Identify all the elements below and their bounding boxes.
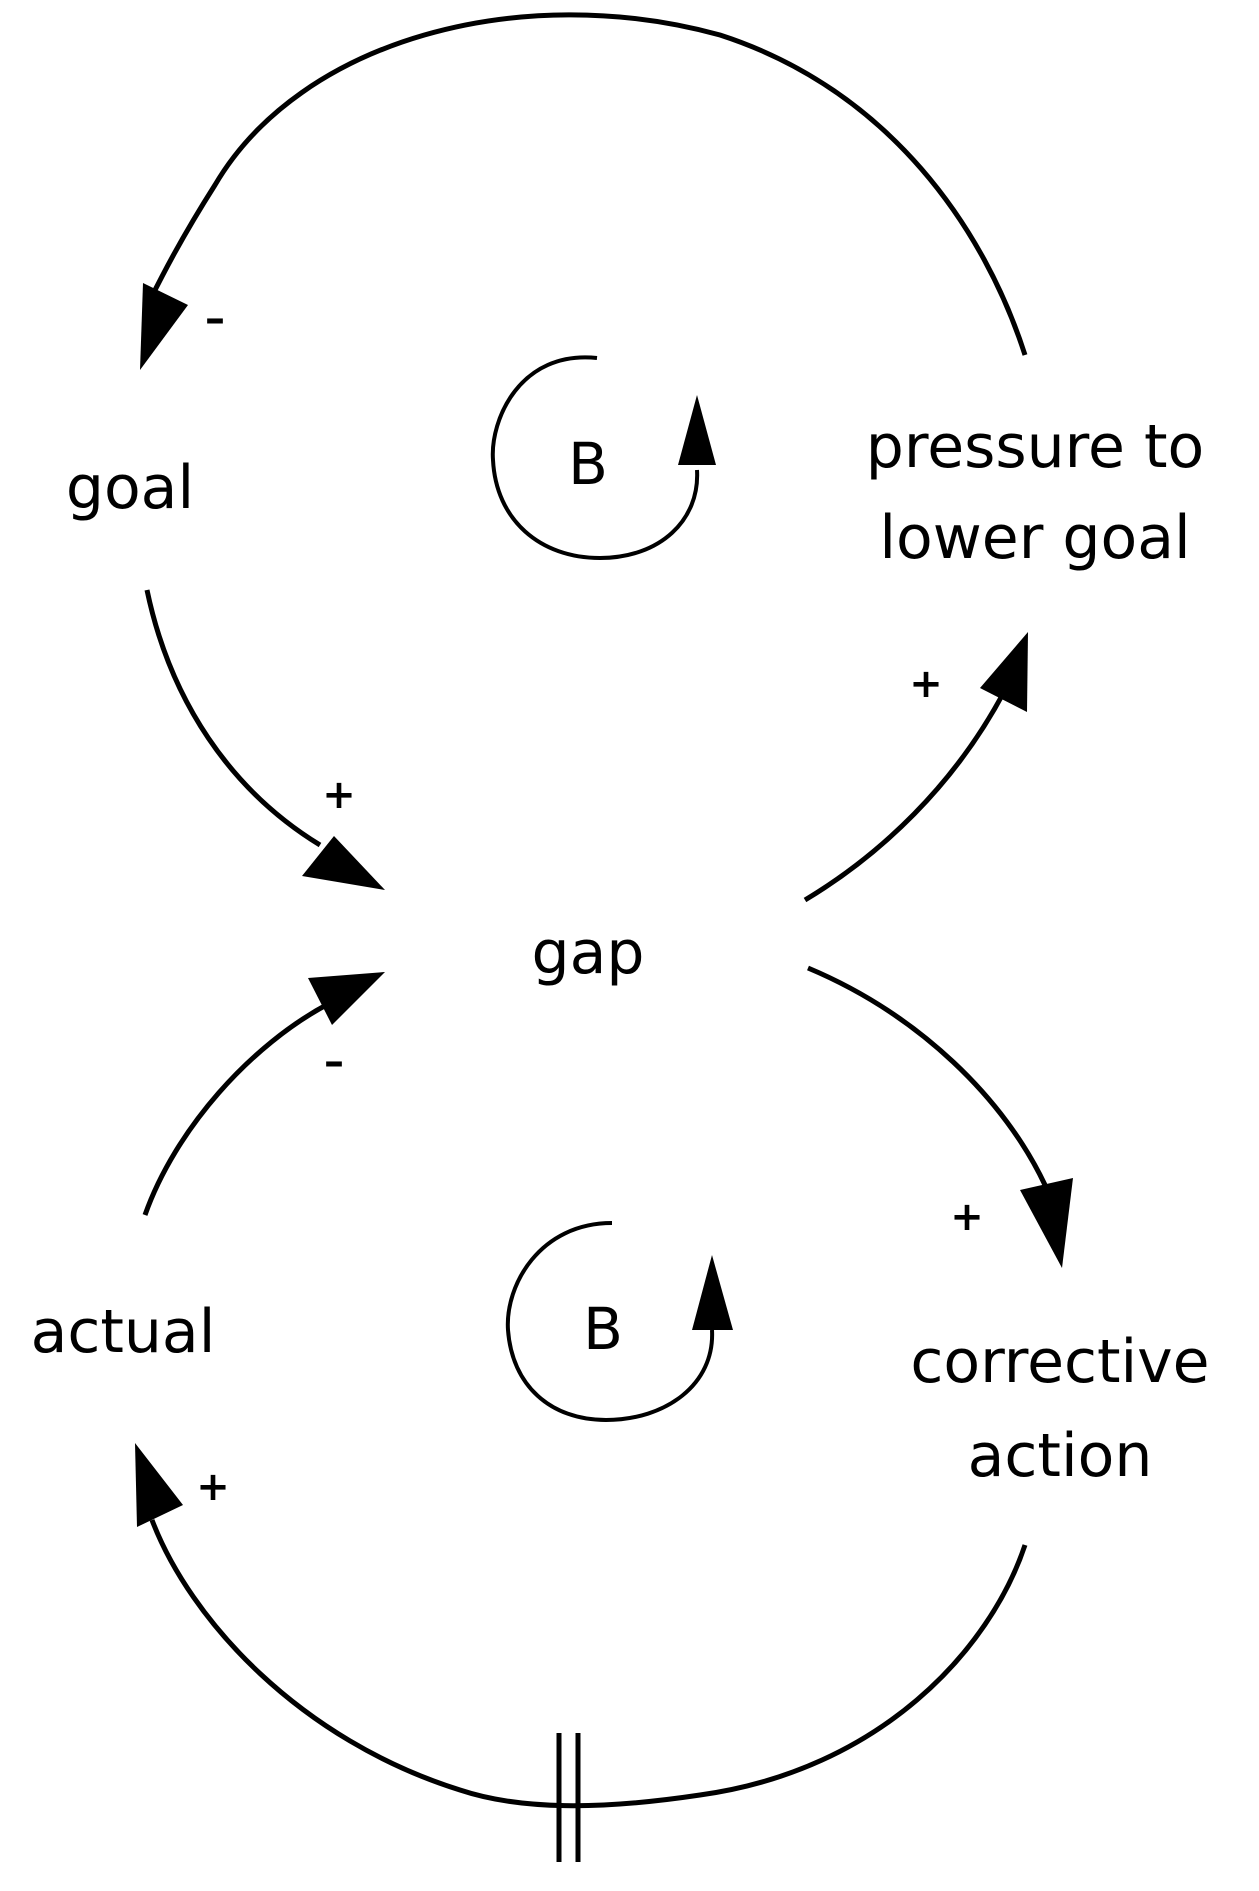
arrowhead-corrective <box>1020 1178 1073 1268</box>
link-goal-to-gap <box>144 589 322 848</box>
link-corrective-to-actual <box>149 1519 1028 1809</box>
link-actual-to-gap <box>142 1000 332 1216</box>
node-corrective-line1: corrective <box>910 1327 1209 1397</box>
link-gap-to-corrective <box>807 965 1048 1187</box>
arrowhead-goal <box>140 283 188 370</box>
arrowhead-gap-from-goal <box>302 836 385 890</box>
arrowhead-pressure <box>980 632 1028 712</box>
lower-loop-label: B <box>583 1295 623 1363</box>
polarity-gap-to-pressure: + <box>909 661 943 707</box>
polarity-pressure-to-goal: – <box>205 296 225 342</box>
upper-loop-arrowhead <box>678 395 716 465</box>
node-corrective-line2: action <box>968 1421 1153 1491</box>
node-pressure-line2: lower goal <box>879 503 1190 573</box>
polarity-gap-to-corrective: + <box>950 1194 984 1240</box>
node-actual: actual <box>31 1297 216 1367</box>
node-gap: gap <box>532 918 645 988</box>
upper-loop-arc <box>490 355 700 561</box>
arrowhead-gap-from-actual <box>308 972 385 1025</box>
polarity-actual-to-gap: – <box>324 1039 344 1085</box>
lower-loop-arrowhead <box>692 1255 733 1330</box>
lower-loop-arc <box>505 1221 715 1423</box>
node-goal: goal <box>66 453 194 523</box>
polarity-goal-to-gap: + <box>322 772 356 818</box>
link-pressure-to-goal <box>147 12 1028 356</box>
polarity-corrective-to-actual: + <box>196 1464 230 1510</box>
arrowhead-actual <box>135 1443 183 1527</box>
upper-loop-label: B <box>568 430 608 498</box>
node-pressure-line1: pressure to <box>866 412 1204 482</box>
link-gap-to-pressure <box>803 688 1008 903</box>
